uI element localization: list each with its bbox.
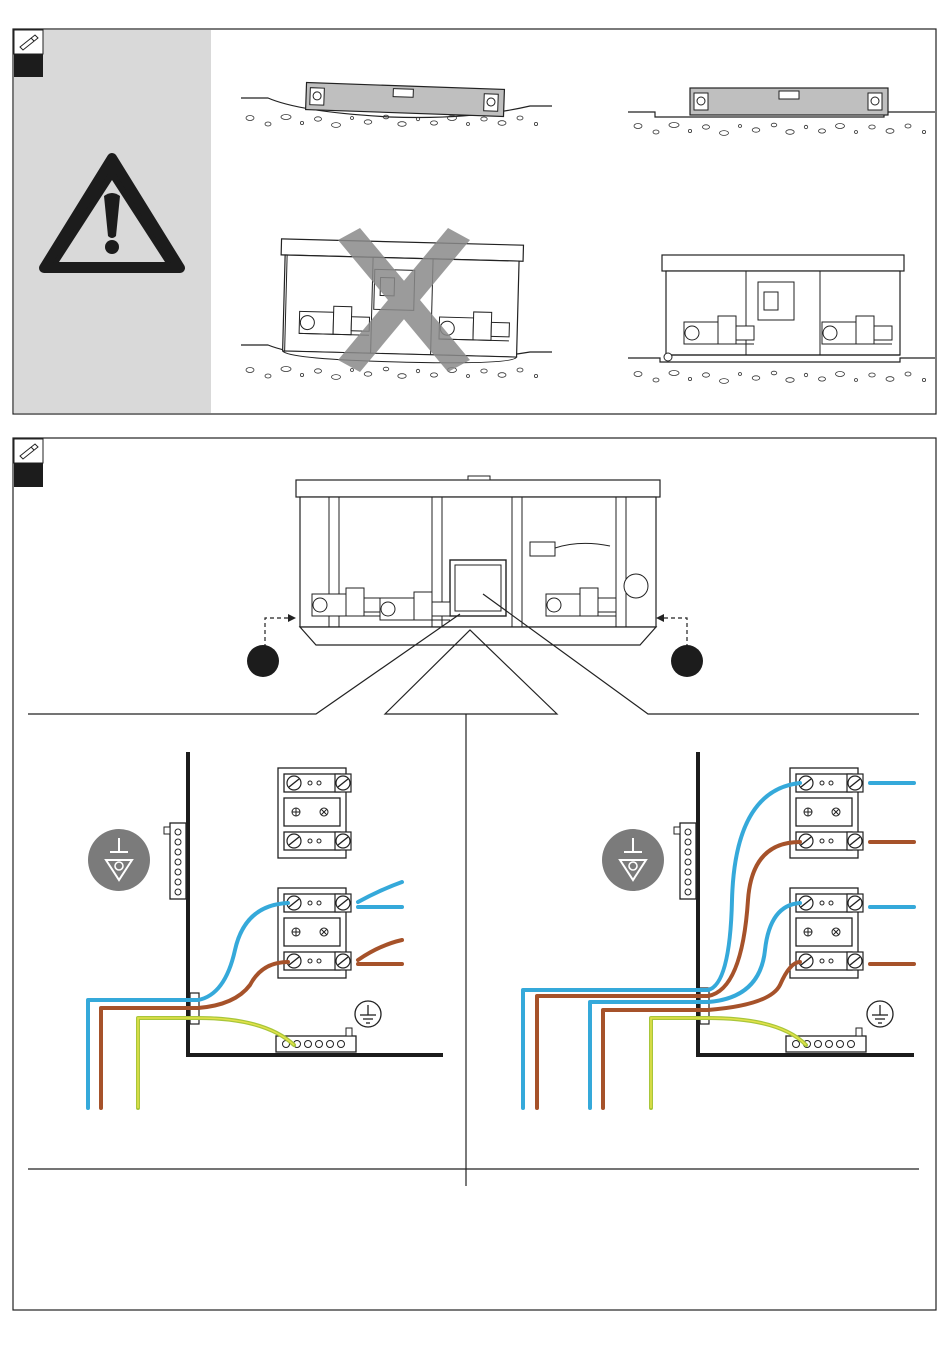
step-marker-right	[671, 645, 703, 677]
equipotential-symbol-icon	[88, 829, 150, 891]
step-marker-left	[247, 645, 279, 677]
wiring-variant-double	[523, 752, 914, 1108]
terminal-strip	[164, 823, 186, 899]
wiring-variant-single	[88, 752, 443, 1108]
equipotential-symbol-icon	[602, 829, 664, 891]
spirit-level-uneven-ground	[241, 83, 552, 128]
earth-ground-icon	[867, 1001, 893, 1027]
spa-uneven-ground	[241, 228, 552, 379]
electrical-connection-section	[13, 438, 936, 1310]
section-marker	[14, 463, 43, 487]
terminal-strip	[674, 823, 696, 899]
pencil-icon	[14, 30, 43, 54]
spirit-level-flat-ground	[628, 88, 935, 135]
leveling-warning-section	[13, 29, 936, 414]
earth-ground-icon	[355, 1001, 381, 1027]
terminal-block-upper	[278, 768, 351, 858]
pencil-icon	[14, 439, 43, 463]
spa-cabinet-overview	[28, 476, 919, 1186]
spa-flat-ground	[628, 255, 935, 383]
section-marker	[14, 54, 43, 77]
